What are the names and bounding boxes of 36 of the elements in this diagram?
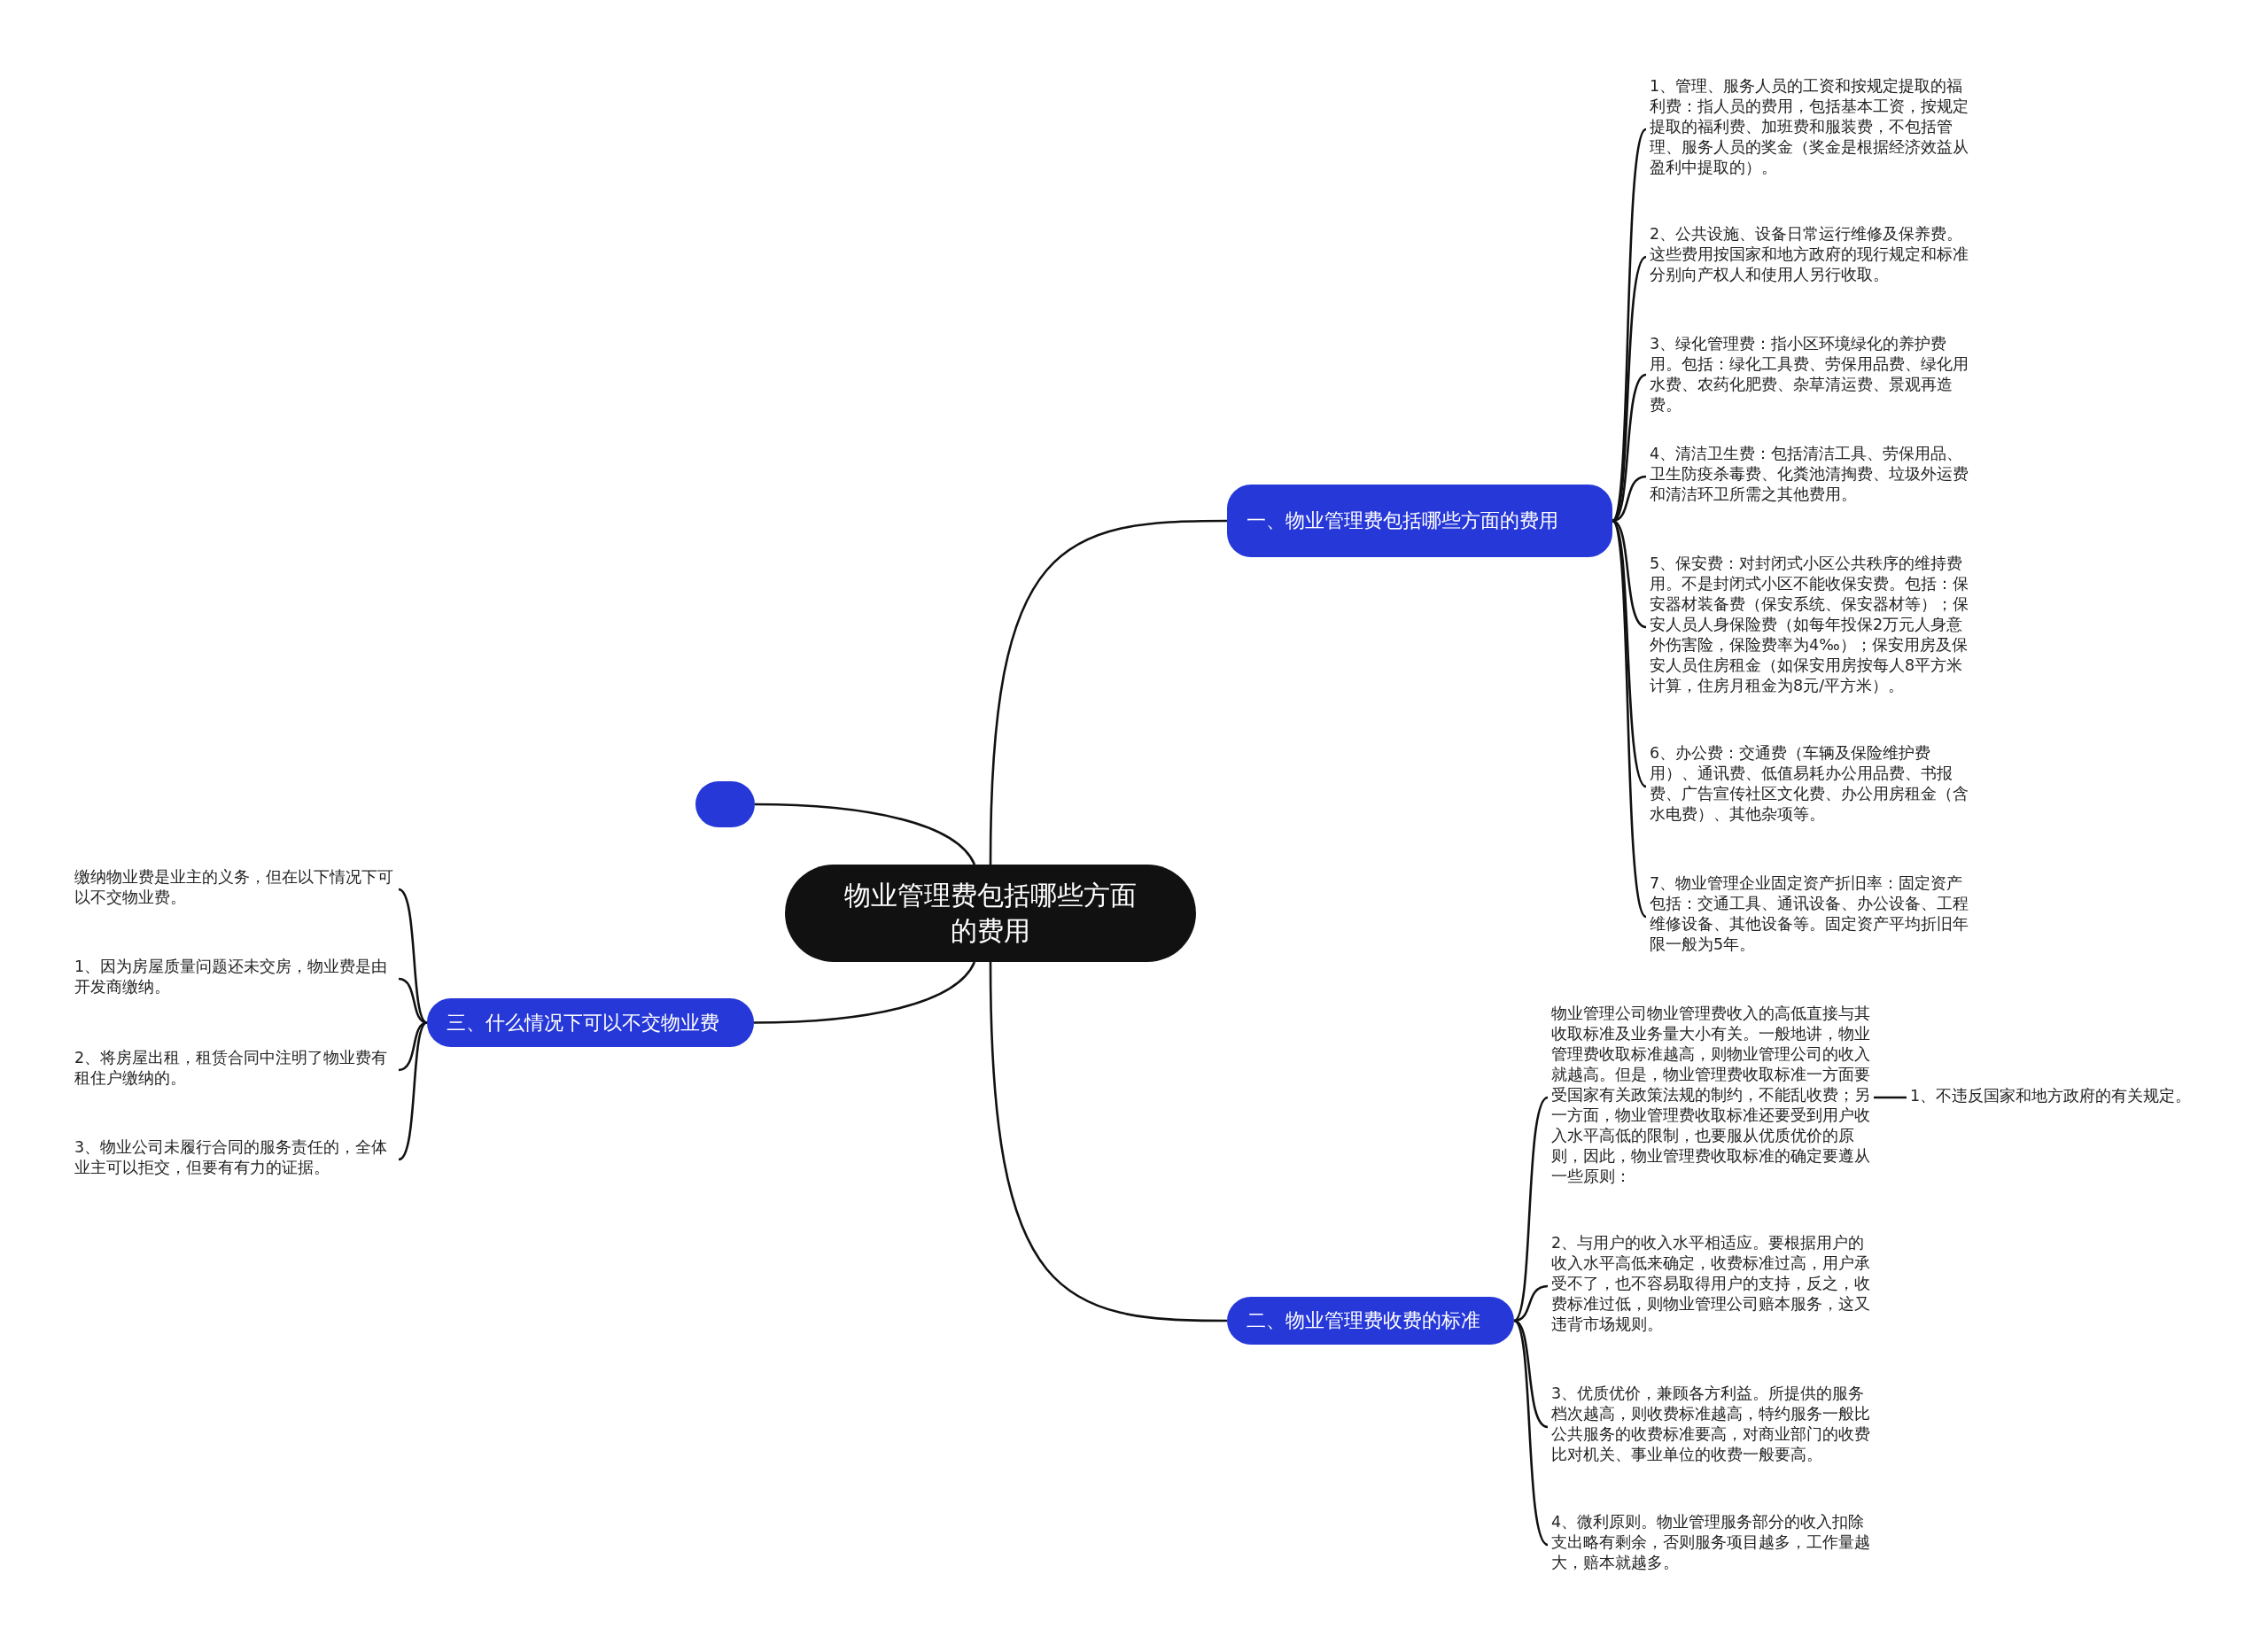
note-text: 缴纳物业费是业主的义务，但在以下情况下可以不交物业费。 [71,867,399,911]
connector-line [1874,1096,1907,1099]
connector-line [1513,1319,1549,1429]
connector-line [398,977,428,1024]
branch-topic: 一、物业管理费包括哪些方面的费用 [1227,485,1612,557]
note-text: 4、清洁卫生费：包括清洁工具、劳保用品、卫生防疫杀毒费、化粪池清掏费、垃圾外运费和清洁环卫所需之其他费用。 [1646,444,1972,509]
connector-line [1513,1097,1549,1322]
note-text: 2、与用户的收入水平相适应。要根据用户的收入水平高低来确定，收费标准过高，用户承受不了，也不容易取得用户的支持，反之，收费标准过低，则物业管理公司赔本服务，这又违背市场规则。 [1548,1233,1874,1339]
connector-line [398,888,428,1024]
note-text: 2、公共设施、设备日常运行维修及保养费。这些费用按国家和地方政府的现行规定和标准分别向产权人和使用人另行收取。 [1646,224,1972,290]
connector-line [1612,520,1647,787]
connector-line [1612,256,1647,522]
note-text: 3、物业公司未履行合同的服务责任的，全体业主可以拒交，但要有有力的证据。 [71,1137,399,1182]
branch-topic: 二、物业管理费收费的标准 [1227,1297,1514,1345]
connector-line [989,519,1227,865]
note-text: 6、办公费：交通费（车辆及保险维护费用）、通讯费、低值易耗办公用品费、书报费、广告宣传社区文化费、办公用房租金（含水电费）、其他杂项等。 [1646,743,1972,830]
note-text: 4、微利原则。物业管理服务部分的收入扣除支出略有剩余，否则服务项目越多，工作量越大，赔本就越多。 [1548,1512,1874,1578]
connector-line [755,803,976,865]
central-topic: 物业管理费包括哪些方面的费用 [785,865,1196,962]
connector-line [989,961,1227,1322]
connector-line [398,1021,428,1161]
branch-topic: 三、什么情况下可以不交物业费 [427,998,754,1047]
connector-line [754,961,976,1024]
note-text: 1、不违反国家和地方政府的有关规定。 [1907,1086,2199,1109]
note-text: 3、绿化管理费：指小区环境绿化的养护费用。包括：绿化工具费、劳保用品费、绿化用水费、农药化肥费、杂草清运费、景观再造费。 [1646,334,1972,415]
note-text: 1、管理、服务人员的工资和按规定提取的福利费：指人员的费用，包括基本工资，按规定提取的福利费、加班费和服装费，不包括管理、服务人员的奖金（奖金是根据经济效益从盈利中提取的）。 [1646,76,1972,182]
connector-line [1513,1320,1549,1546]
note-text: 3、优质优价，兼顾各方利益。所提供的服务档次越高，则收费标准越高，特约服务一般比公共服务的收费标准要高，对商业部门的收费比对机关、事业单位的收费一般要高。 [1548,1384,1874,1470]
note-text: 物业管理公司物业管理费收入的高低直接与其收取标准及业务量大小有关。一般地讲，物业管理费收取标准越高，则物业管理公司的收入就越高。但是，物业管理费收取标准一方面要受国家有关政策法规的制约，不能乱收费；另一方面，物业管理费收取标准还要受到用户收入水平高低的限制，也要服从优质优价的原则，因此，物业管理费收取标准的确定要遵从一些原则： [1548,1004,1874,1191]
note-text: 7、物业管理企业固定资产折旧率：固定资产包括：交通工具、通讯设备、办公设备、工程维修设备、其他设备等。固定资产平均折旧年限一般为5年。 [1646,873,1972,960]
note-text: 1、因为房屋质量问题还未交房，物业费是由开发商缴纳。 [71,957,399,1001]
empty-topic [695,781,755,827]
note-text: 5、保安费：对封闭式小区公共秩序的维持费用。不是封闭式小区不能收保安费。包括：保安器材装备费（保安系统、保安器材等）；保安人员人身保险费（如每年投保2万元人身意外伤害险，保险费率为4‰）；保安用房及保安人员住房租金（如保安用房按每人8平方米计算，住房月租金为8元/平方米）。 [1646,554,1972,701]
connector-line [1611,520,1648,918]
connector-line [1513,1284,1549,1322]
note-text: 2、将房屋出租，租赁合同中注明了物业费有租住户缴纳的。 [71,1048,399,1092]
